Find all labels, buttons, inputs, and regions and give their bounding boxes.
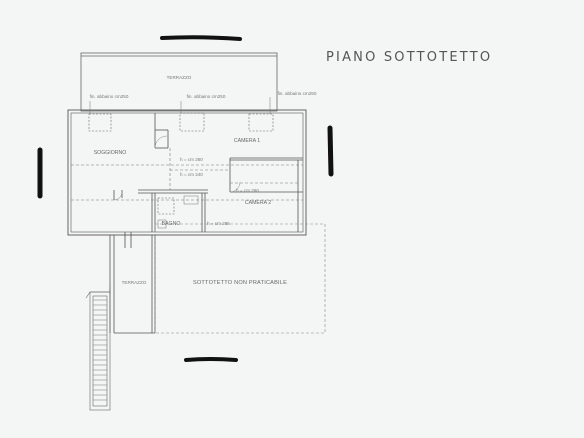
room-label-bagno: BAGNO <box>162 221 181 227</box>
height-lines <box>71 148 303 201</box>
height-label-1: h = cm 260 <box>180 157 203 162</box>
staircase <box>85 286 111 411</box>
redaction-mark-right <box>327 125 334 177</box>
room-label-terrazzo-top: TERRAZZO <box>167 75 192 80</box>
skylight-leaders <box>89 97 271 114</box>
height-label-4: h = cm 285 <box>207 221 230 226</box>
room-label-camera1: CAMERA 1 <box>234 138 260 144</box>
skylight-label-center: fin. abbaino cm250 <box>187 94 226 99</box>
stair-treads <box>93 299 107 401</box>
skylight-outlines <box>88 112 274 215</box>
door-swings <box>113 135 241 201</box>
room-label-sottotetto: SOTTOTETTO NON PRATICABILE <box>193 280 287 286</box>
height-label-3: h = cm 260 <box>236 188 259 193</box>
drawing-title: PIANO SOTTOTETTO <box>326 50 493 65</box>
room-label-soggiorno: SOGGIORNO <box>94 150 127 156</box>
skylight-label-right: fin. abbaino cm250 <box>278 91 317 96</box>
redaction-mark-bottom <box>184 357 238 362</box>
room-label-camera2: CAMERA 2 <box>245 200 271 206</box>
skylight-label-left: fin. abbaino cm250 <box>90 94 129 99</box>
height-label-2: h = cm 240 <box>180 172 203 177</box>
terrace-top <box>80 52 278 112</box>
room-label-terrazzo-side: TERRAZZO <box>122 280 147 285</box>
interior-walls <box>113 113 303 232</box>
redaction-mark-top <box>160 35 242 41</box>
attic-non-walkable <box>154 223 326 334</box>
